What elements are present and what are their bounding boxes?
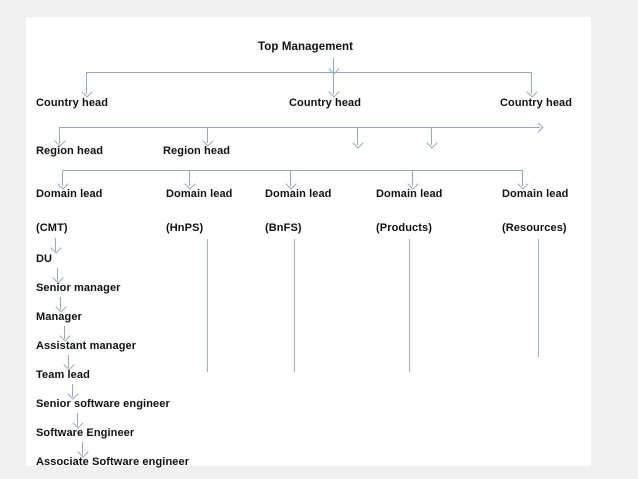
connector-region-head-4-drop xyxy=(431,127,432,145)
node-domain-lead-2: Domain lead xyxy=(166,188,233,200)
node-country-head-2: Country head xyxy=(289,97,362,109)
node-chain-assistant-manager: Assistant manager xyxy=(36,340,137,352)
node-chain-associate-software-engineer: Associate Software engineer xyxy=(36,456,190,468)
node-domain-unit-4: (Products) xyxy=(376,222,432,234)
connector-region-head-1-drop xyxy=(59,127,60,143)
node-domain-lead-3: Domain lead xyxy=(265,188,332,200)
node-country-head-1: Country head xyxy=(36,97,109,109)
connector-chain-6-drop xyxy=(72,384,73,397)
connector-domain-lead-1-drop xyxy=(62,170,63,186)
connector-chain-2-drop xyxy=(57,268,58,281)
connector-domain-lead-2-drop xyxy=(189,170,190,186)
connector-country-head-1-drop xyxy=(86,72,87,94)
connector-top-stem xyxy=(333,58,334,72)
node-chain-team-lead: Team lead xyxy=(36,369,90,381)
connector-unit-4-stem xyxy=(409,239,410,372)
connector-region-head-3-drop xyxy=(357,127,358,145)
node-domain-lead-1: Domain lead xyxy=(36,188,103,200)
arrowhead-region-head-3-icon xyxy=(352,137,364,149)
arrowhead-chain-1-icon xyxy=(50,242,62,254)
connector-unit-5-stem xyxy=(538,239,539,357)
connector-region-head-bar xyxy=(59,127,540,128)
connector-domain-lead-3-drop xyxy=(290,170,291,186)
node-domain-unit-1: (CMT) xyxy=(36,222,68,234)
connector-unit-2-stem xyxy=(207,239,208,372)
connector-country-head-3-drop xyxy=(531,72,532,94)
node-chain-senior-manager: Senior manager xyxy=(36,282,121,294)
node-chain-du: DU xyxy=(36,253,53,265)
connector-chain-1-drop xyxy=(55,238,56,251)
node-domain-unit-2: (HnPS) xyxy=(166,222,204,234)
node-chain-software-engineer: Software Engineer xyxy=(36,427,135,439)
node-country-head-3: Country head xyxy=(500,97,573,109)
arrowhead-country-head-2-icon xyxy=(328,86,340,98)
slide-surface: Top Management Country head Country head… xyxy=(26,17,591,468)
connector-chain-5-drop xyxy=(68,355,69,368)
arrowhead-country-head-3-icon xyxy=(526,86,538,98)
arrowhead-region-head-4-icon xyxy=(426,137,438,149)
arrowhead-region-bar-right-icon xyxy=(533,122,544,133)
connector-region-head-2-drop xyxy=(207,127,208,143)
connector-chain-3-drop xyxy=(60,297,61,310)
node-domain-lead-4: Domain lead xyxy=(376,188,443,200)
connector-domain-lead-bar xyxy=(62,170,522,171)
connector-chain-7-drop xyxy=(77,413,78,426)
node-region-head-1: Region head xyxy=(36,145,104,157)
node-chain-manager: Manager xyxy=(36,311,82,323)
connector-chain-4-drop xyxy=(64,326,65,339)
arrowhead-country-head-1-icon xyxy=(81,86,93,98)
node-domain-unit-3: (BnFS) xyxy=(265,222,302,234)
connector-chain-8-drop xyxy=(82,442,83,455)
node-domain-lead-5: Domain lead xyxy=(502,188,569,200)
connector-country-head-bar xyxy=(86,72,531,73)
node-domain-unit-5: (Resources) xyxy=(502,222,567,234)
connector-country-head-2-drop xyxy=(333,72,334,94)
node-chain-senior-software-engineer: Senior software engineer xyxy=(36,398,170,410)
node-top-management: Top Management xyxy=(258,41,354,53)
connector-unit-3-stem xyxy=(294,239,295,372)
connector-domain-lead-5-drop xyxy=(522,170,523,186)
connector-domain-lead-4-drop xyxy=(412,170,413,186)
node-region-head-2: Region head xyxy=(163,145,231,157)
